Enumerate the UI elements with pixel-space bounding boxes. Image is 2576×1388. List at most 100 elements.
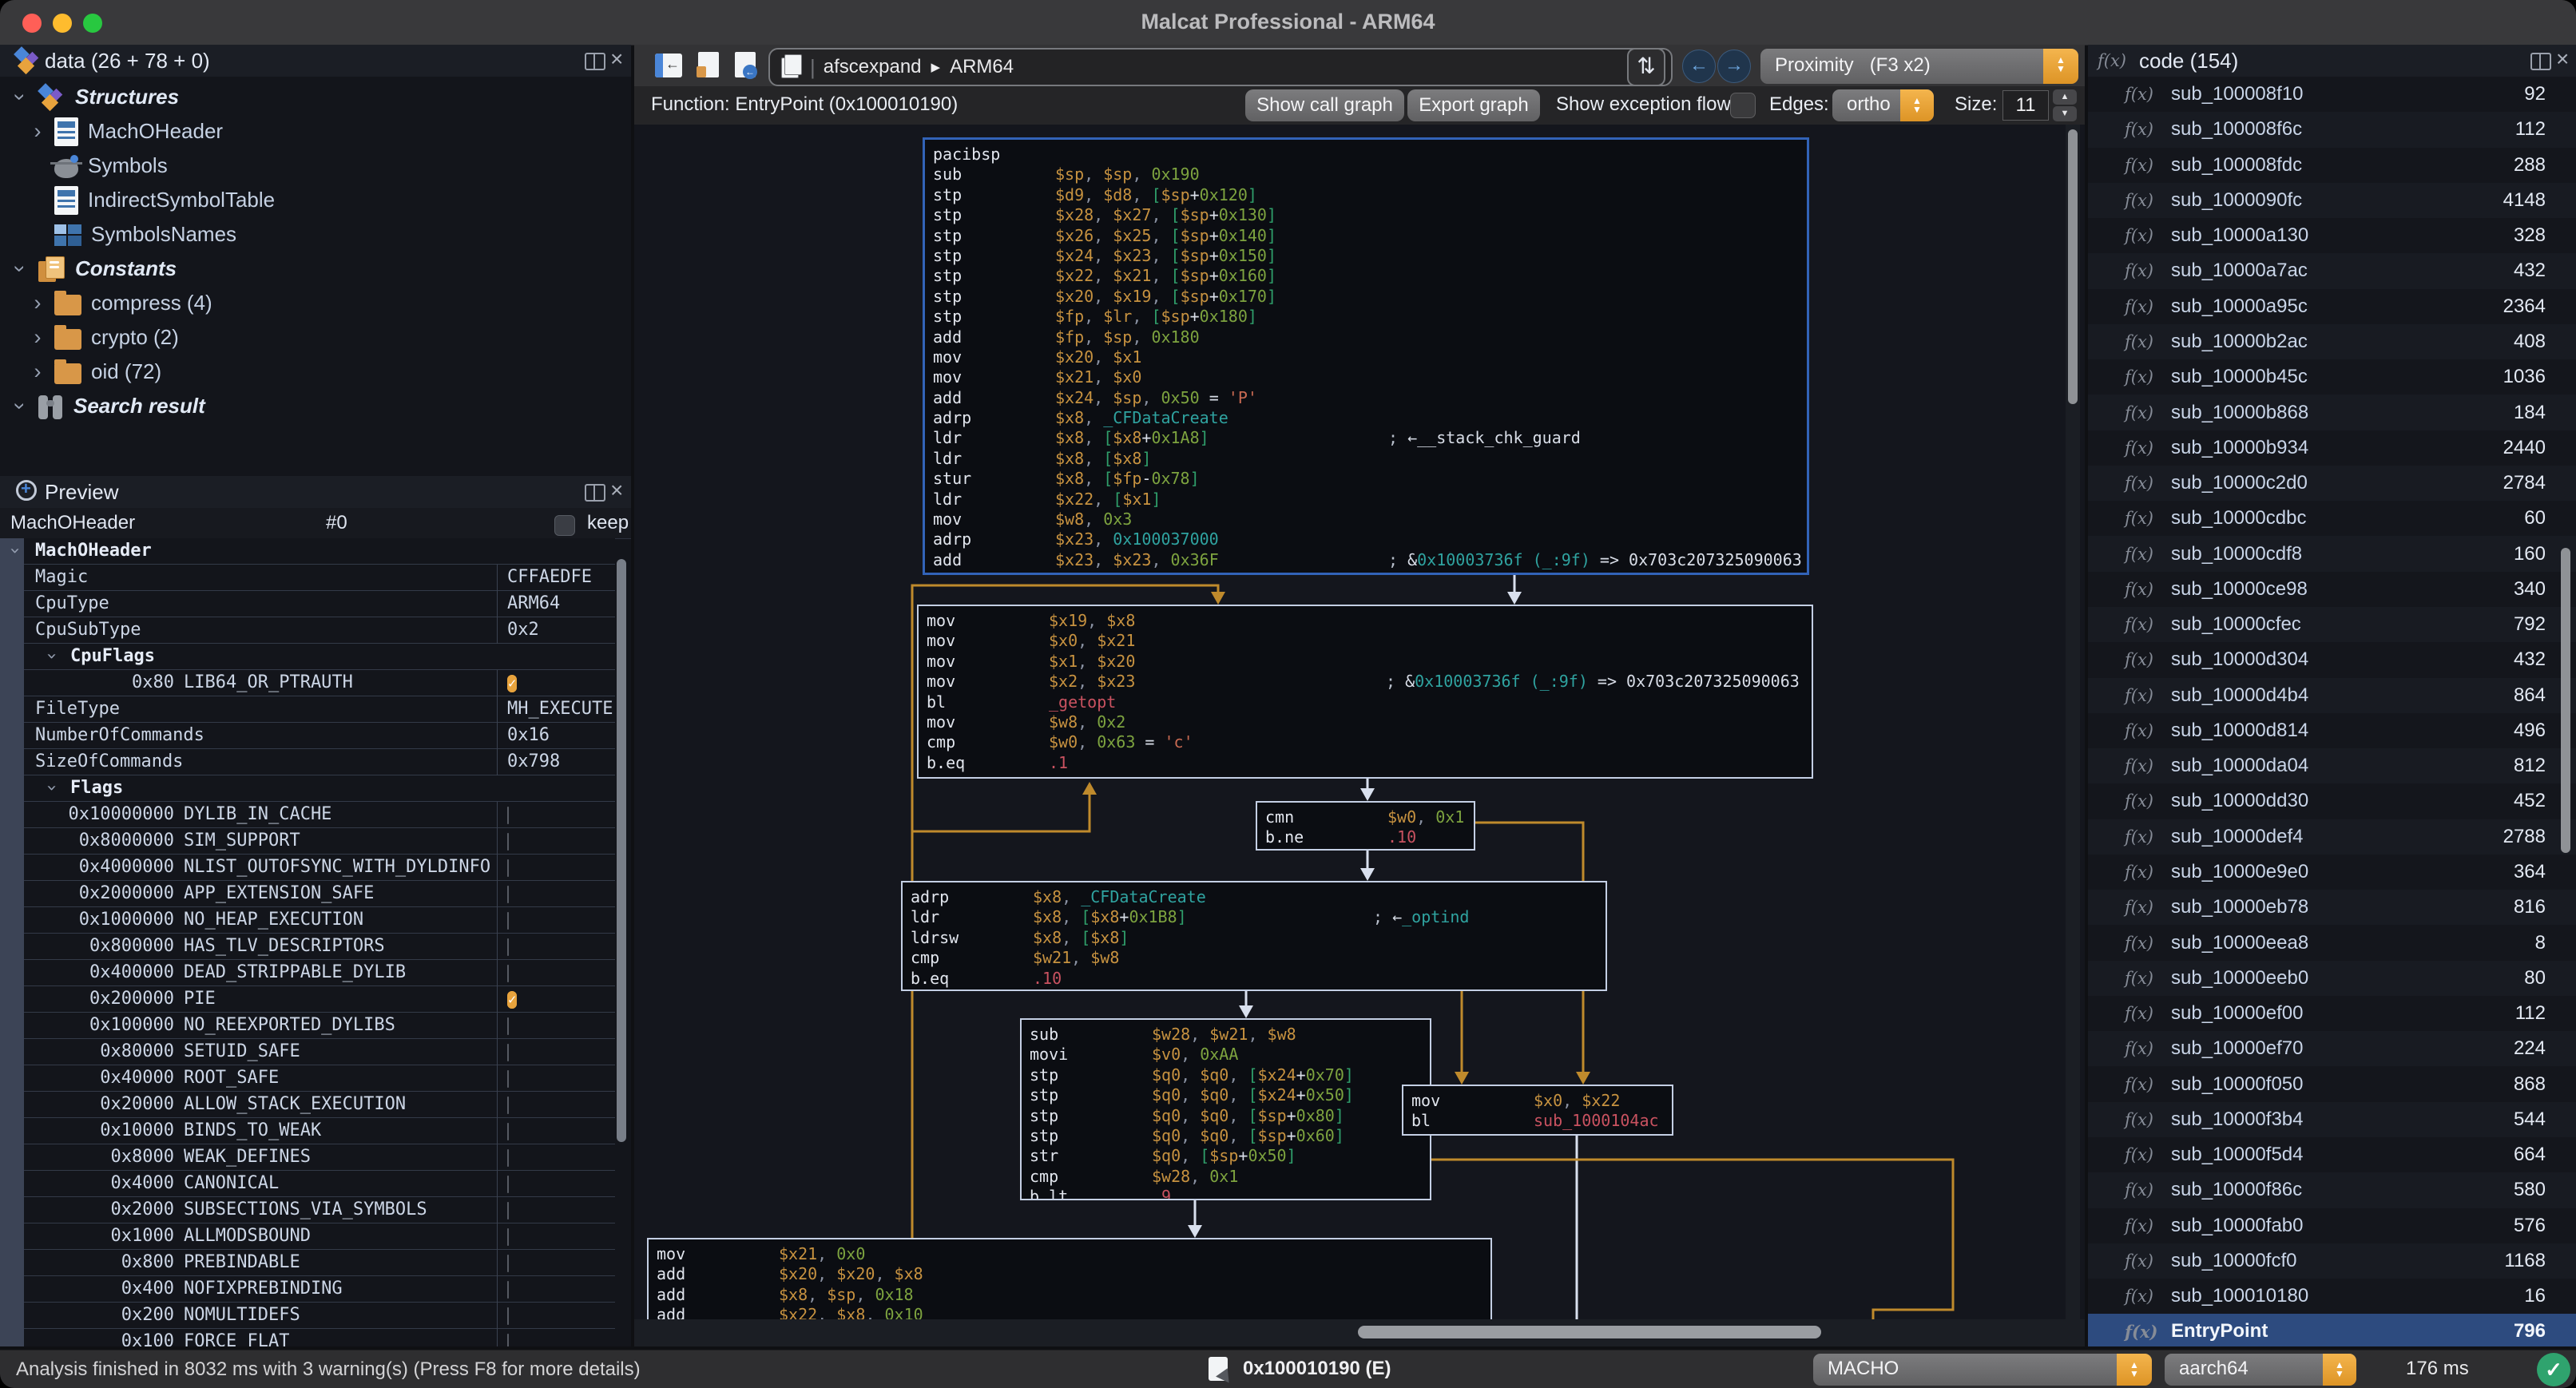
panel-split-icon[interactable] bbox=[585, 484, 605, 502]
preview-row[interactable]: MagicCFFAEDFE bbox=[24, 565, 615, 591]
panel-close-icon[interactable]: × bbox=[610, 46, 623, 72]
flag-checkbox[interactable] bbox=[507, 1070, 509, 1088]
show-call-graph-button[interactable]: Show call graph bbox=[1245, 89, 1404, 121]
tree-item-crypto-2-[interactable]: ›crypto (2) bbox=[0, 320, 615, 355]
breadcrumb-arch[interactable]: ARM64 bbox=[950, 56, 1014, 78]
asm-line[interactable]: b.eq.1 bbox=[927, 753, 1804, 773]
function-row[interactable]: f(x)sub_10000b2ac408 bbox=[2088, 324, 2576, 359]
chevron-expanded-icon[interactable]: › bbox=[39, 783, 64, 793]
tree-item-search-result[interactable]: ›Search result bbox=[0, 389, 615, 423]
asm-line[interactable]: mov$x0, $x22 bbox=[1411, 1091, 1664, 1111]
function-row[interactable]: f(x)sub_10000f86c580 bbox=[2088, 1172, 2576, 1208]
asm-line[interactable]: stp$q0, $q0, [$sp+0x60] bbox=[1030, 1126, 1422, 1146]
preview-row[interactable]: SizeOfCommands0x798 bbox=[24, 749, 615, 775]
asm-line[interactable]: ldr$x8, [$x8+0x1A8]; ←__stack_chk_guard bbox=[933, 428, 1799, 448]
function-row[interactable]: f(x)sub_10000dd30452 bbox=[2088, 783, 2576, 819]
function-row[interactable]: f(x)sub_10000cdbc60 bbox=[2088, 501, 2576, 536]
asm-line[interactable]: bl_getopt bbox=[927, 692, 1804, 712]
preview-row[interactable]: CpuSubType0x2 bbox=[24, 617, 615, 644]
asm-line[interactable]: stp$x26, $x25, [$sp+0x140] bbox=[933, 226, 1799, 246]
asm-line[interactable]: b.ne.10 bbox=[1265, 827, 1466, 847]
function-row[interactable]: f(x)sub_10000da04812 bbox=[2088, 748, 2576, 783]
flag-checkbox[interactable] bbox=[507, 1281, 509, 1299]
preview-row[interactable]: 0x800000HAS_TLV_DESCRIPTORS bbox=[24, 934, 615, 960]
function-row[interactable]: f(x)sub_10000f050868 bbox=[2088, 1066, 2576, 1101]
reload-file-icon[interactable]: ← bbox=[733, 52, 760, 79]
basic-block[interactable]: mov$x21, 0x0add$x20, $x20, $x8add$x8, $s… bbox=[647, 1238, 1492, 1319]
breadcrumb-file[interactable]: afscexpand bbox=[824, 56, 922, 78]
flag-checkbox[interactable] bbox=[507, 1228, 509, 1246]
function-row[interactable]: f(x)sub_10000def42788 bbox=[2088, 819, 2576, 855]
asm-line[interactable]: ldr$x8, [$x8] bbox=[933, 449, 1799, 469]
asm-line[interactable]: mov$w8, 0x2 bbox=[927, 712, 1804, 732]
asm-line[interactable]: stp$x28, $x27, [$sp+0x130] bbox=[933, 205, 1799, 225]
function-row[interactable]: f(x)sub_10000ce98340 bbox=[2088, 572, 2576, 607]
flag-checkbox[interactable] bbox=[507, 1202, 509, 1219]
chevron-collapsed-icon[interactable]: › bbox=[27, 114, 48, 149]
function-row[interactable]: f(x)sub_100008f6c112 bbox=[2088, 112, 2576, 147]
function-row[interactable]: f(x)sub_10000d304432 bbox=[2088, 642, 2576, 677]
asm-line[interactable]: cmp$w0, 0x63 = 'c' bbox=[927, 732, 1804, 752]
function-row[interactable]: f(x)sub_10000ef00112 bbox=[2088, 996, 2576, 1031]
asm-line[interactable]: blsub_1000104ac bbox=[1411, 1111, 1664, 1131]
preview-row[interactable]: 0x1000000NO_HEAP_EXECUTION bbox=[24, 907, 615, 934]
function-row[interactable]: f(x)sub_100008fdc288 bbox=[2088, 148, 2576, 183]
asm-line[interactable]: movi$v0, 0xAA bbox=[1030, 1045, 1422, 1065]
preview-row[interactable]: 0x200NOMULTIDEFS bbox=[24, 1303, 615, 1329]
size-input[interactable]: 11 bbox=[2002, 90, 2049, 121]
preview-scrollbar[interactable] bbox=[617, 559, 626, 1142]
graph-canvas[interactable]: pacibspsub$sp, $sp, 0x190stp$d9, $d8, [$… bbox=[634, 125, 2085, 1319]
preview-row[interactable]: 0x4000CANONICAL bbox=[24, 1171, 615, 1197]
new-file-icon[interactable] bbox=[697, 52, 724, 79]
function-row[interactable]: f(x)sub_10000ef70224 bbox=[2088, 1031, 2576, 1066]
function-row[interactable]: f(x)sub_10000cdf8160 bbox=[2088, 536, 2576, 571]
tree-item-symbolsnames[interactable]: ›SymbolsNames bbox=[0, 217, 615, 252]
flag-checkbox[interactable] bbox=[507, 807, 509, 824]
function-row[interactable]: f(x)sub_1000090fc4148 bbox=[2088, 183, 2576, 218]
asm-line[interactable]: str$q0, [$sp+0x50] bbox=[1030, 1146, 1422, 1166]
flag-checkbox[interactable] bbox=[507, 1123, 509, 1140]
graph-vscroll-thumb[interactable] bbox=[2068, 129, 2078, 404]
asm-line[interactable]: mov$x2, $x23; &0x10003736f (_:9f) => 0x7… bbox=[927, 672, 1804, 692]
asm-line[interactable]: b.lt.9 bbox=[1030, 1187, 1422, 1200]
preview-row[interactable]: 0x80LIB64_OR_PTRAUTH✓ bbox=[24, 670, 615, 696]
flag-checkbox[interactable] bbox=[507, 1044, 509, 1061]
preview-row[interactable]: 0x8000WEAK_DEFINES bbox=[24, 1144, 615, 1171]
tree-item-machoheader[interactable]: ›MachOHeader bbox=[0, 114, 615, 149]
flag-checkbox[interactable] bbox=[507, 1097, 509, 1114]
function-row[interactable]: f(x)sub_10000b868184 bbox=[2088, 395, 2576, 430]
asm-line[interactable]: ldr$x22, [$x1] bbox=[933, 490, 1799, 510]
tree-item-oid-72-[interactable]: ›oid (72) bbox=[0, 355, 615, 389]
tree-item-constants[interactable]: ›Constants bbox=[0, 252, 615, 286]
function-row[interactable]: f(x)sub_10000a95c2364 bbox=[2088, 289, 2576, 324]
function-row[interactable]: f(x)sub_10000b45c1036 bbox=[2088, 359, 2576, 395]
function-row[interactable]: f(x)sub_10000f5d4664 bbox=[2088, 1137, 2576, 1172]
function-row[interactable]: f(x)sub_100008f1092 bbox=[2088, 77, 2576, 112]
tree-item-compress-4-[interactable]: ›compress (4) bbox=[0, 286, 615, 320]
asm-line[interactable]: stp$fp, $lr, [$sp+0x180] bbox=[933, 307, 1799, 327]
asm-line[interactable]: stp$q0, $q0, [$sp+0x80] bbox=[1030, 1106, 1422, 1126]
panel-close-icon[interactable]: × bbox=[610, 478, 623, 503]
basic-block[interactable]: adrp$x8, _CFDataCreateldr$x8, [$x8+0x1B8… bbox=[901, 881, 1607, 991]
preview-row[interactable]: NumberOfCommands0x16 bbox=[24, 723, 615, 749]
back-button[interactable]: ← bbox=[1682, 50, 1716, 83]
breadcrumb[interactable]: | afscexpand ▶ ARM64 bbox=[768, 48, 1673, 86]
flag-checkbox[interactable] bbox=[507, 1334, 509, 1346]
flag-checkbox[interactable] bbox=[507, 1255, 509, 1272]
preview-row[interactable]: 0x100FORCE_FLAT bbox=[24, 1329, 615, 1346]
asm-line[interactable]: mov$x0, $x21 bbox=[927, 631, 1804, 651]
flag-checkbox[interactable]: ✓ bbox=[507, 675, 517, 692]
flag-checkbox[interactable] bbox=[507, 912, 509, 930]
asm-line[interactable]: pacibsp bbox=[933, 145, 1799, 165]
toggle-sidebar-icon[interactable]: ← bbox=[655, 54, 682, 77]
basic-block[interactable]: mov$x19, $x8mov$x0, $x21mov$x1, $x20mov$… bbox=[917, 605, 1813, 779]
basic-block[interactable]: cmn$w0, 0x1b.ne.10 bbox=[1256, 801, 1475, 851]
chevron-expanded-icon[interactable]: › bbox=[2, 545, 27, 556]
view-mode-dropdown[interactable]: Proximity (F3 x2) ▲▼ bbox=[1760, 49, 2078, 84]
asm-line[interactable]: mov$x1, $x20 bbox=[927, 652, 1804, 672]
function-row[interactable]: f(x)sub_10000b9342440 bbox=[2088, 430, 2576, 466]
edges-dropdown[interactable]: ortho ▲▼ bbox=[1832, 89, 1934, 121]
function-row[interactable]: f(x)sub_10000a7ac432 bbox=[2088, 253, 2576, 288]
function-row[interactable]: f(x)sub_10000eeb080 bbox=[2088, 961, 2576, 996]
function-row-selected[interactable]: f(x)EntryPoint796 bbox=[2088, 1314, 2576, 1346]
